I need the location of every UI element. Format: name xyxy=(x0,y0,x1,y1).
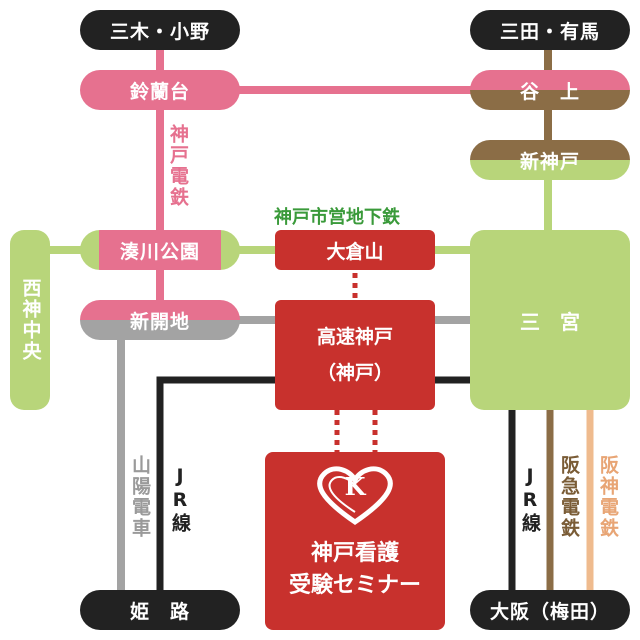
station-okurayama: 大倉山 xyxy=(275,230,435,270)
station-label: 新神戸 xyxy=(519,150,580,173)
line-label-kobe-subway: 神戸市営地下鉄 xyxy=(274,207,400,228)
terminal-miki-ono: 三木・小野 xyxy=(80,10,240,50)
line-label-jr-left: JR線 xyxy=(169,465,191,534)
station-tanigami: 谷 上 xyxy=(470,70,630,110)
station-label: 大倉山 xyxy=(326,240,384,263)
station-label: 谷 上 xyxy=(519,80,580,103)
line-label-sanyo: 山陽電車 xyxy=(129,455,151,539)
terminal-himeji: 姫 路 xyxy=(80,590,240,630)
station-label: 湊川公園 xyxy=(119,240,200,263)
station-label: 西神中央 xyxy=(19,278,42,362)
line-label-kobe-dentetsu: 神戸電鉄 xyxy=(167,124,189,208)
terminal-label: 大阪（梅田） xyxy=(489,600,610,623)
station-label: 三 宮 xyxy=(520,309,580,334)
station-shinkobe: 新神戸 xyxy=(470,140,630,180)
heart-logo: K xyxy=(310,466,400,526)
seminar-title-line1: 神戸看護 xyxy=(310,540,399,566)
destination-seminar: K 神戸看護 受験セミナー xyxy=(265,452,445,630)
terminal-label: 三木・小野 xyxy=(109,20,210,43)
station-label: 高速神戸 xyxy=(316,325,393,348)
station-sannomiya: 三 宮 xyxy=(470,230,630,410)
seminar-title-line2: 受験セミナー xyxy=(288,571,421,598)
station-sublabel: （神戸） xyxy=(316,362,393,384)
line-label-jr-right: JR線 xyxy=(519,465,541,534)
seminar-title: 神戸看護 受験セミナー xyxy=(289,538,421,602)
terminal-osaka: 大阪（梅田） xyxy=(470,590,630,630)
terminal-label: 姫 路 xyxy=(129,600,190,623)
terminal-label: 三田・有馬 xyxy=(499,20,600,43)
station-nishi-shin-chuo: 西神中央 xyxy=(10,230,50,410)
heart-logo-icon xyxy=(317,466,393,526)
station-label: 鈴蘭台 xyxy=(129,80,190,103)
line-label-hankyu: 阪急電鉄 xyxy=(558,455,580,539)
terminal-sanda-arima: 三田・有馬 xyxy=(470,10,630,50)
station-kosoku-kobe: 高速神戸 （神戸） xyxy=(275,300,435,410)
logo-letter: K xyxy=(344,472,366,501)
station-suzurandai: 鈴蘭台 xyxy=(80,70,240,110)
station-minatogawa-koen: 湊川公園 xyxy=(80,230,240,270)
station-shinkaichi: 新開地 xyxy=(80,300,240,340)
line-label-hanshin: 阪神電鉄 xyxy=(597,455,619,539)
station-label: 新開地 xyxy=(129,310,190,333)
